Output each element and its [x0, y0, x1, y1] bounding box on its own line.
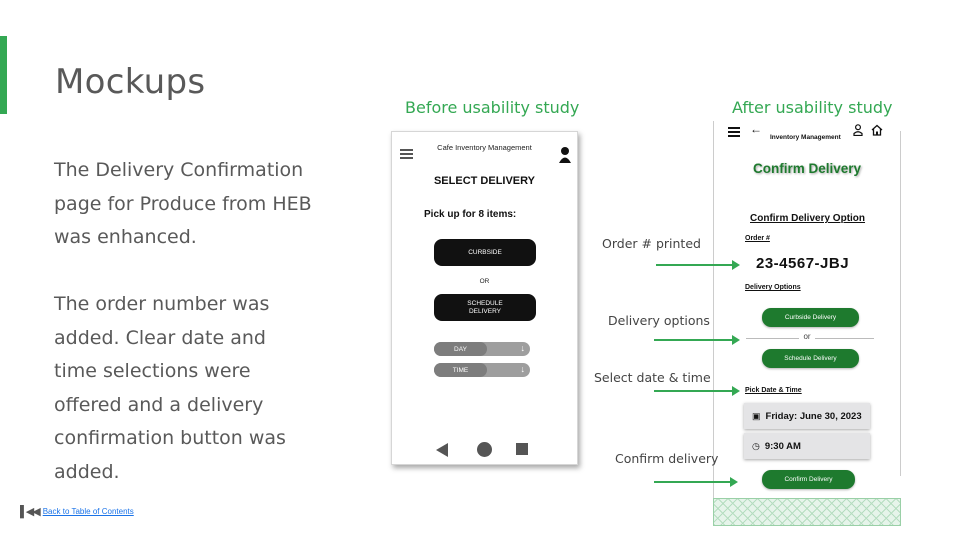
before-heading: SELECT DELIVERY — [433, 175, 536, 187]
arrow-down-icon: ↓ — [520, 343, 526, 353]
date-value: Friday: June 30, 2023 — [765, 410, 862, 422]
before-study-label: Before usability study — [405, 98, 580, 117]
nav-recents-icon[interactable] — [516, 443, 528, 455]
pickup-text: Pick up for 8 items: — [424, 209, 517, 220]
pick-date-time-label: Pick Date & Time — [745, 387, 802, 394]
schedule-delivery-button[interactable]: SCHEDULE DELIVERY — [434, 294, 536, 321]
date-field[interactable]: ▣ Friday: June 30, 2023 — [744, 403, 870, 429]
order-number: 23-4567-JBJ — [756, 255, 850, 272]
after-study-label: After usability study — [732, 98, 893, 117]
back-to-contents-text[interactable]: Back to Table of Contents — [42, 507, 134, 516]
after-mockup: ← Inventory Management Confirm Delivery … — [713, 121, 901, 526]
mockup-border — [713, 121, 714, 526]
body-paragraph-2: The order number was added. Clear date a… — [54, 293, 286, 483]
confirm-delivery-button[interactable]: Confirm Delivery — [762, 470, 855, 489]
android-nav-bar — [392, 441, 577, 457]
back-to-contents-link[interactable]: ▌◀◀ Back to Table of Contents — [20, 505, 134, 518]
after-heading: Confirm Delivery — [752, 161, 862, 176]
day-label: DAY — [434, 342, 487, 356]
day-select[interactable]: DAY ↓ — [434, 342, 530, 356]
back-arrow-icon[interactable]: ← — [750, 122, 762, 136]
confirm-option-title: Confirm Delivery Option — [750, 213, 866, 224]
curbside-button[interactable]: CURBSIDE — [434, 239, 536, 266]
mockup-border — [900, 131, 901, 476]
person-icon[interactable] — [558, 146, 572, 164]
before-mockup: Cafe Inventory Management SELECT DELIVER… — [391, 131, 578, 465]
calendar-icon: ▣ — [752, 410, 761, 421]
or-separator: OR — [479, 278, 490, 285]
hamburger-menu-icon[interactable] — [400, 149, 413, 161]
annotation-arrow — [656, 260, 740, 270]
nav-home-icon[interactable] — [477, 442, 492, 457]
arrow-down-icon: ↓ — [520, 364, 526, 374]
annotation-confirm-delivery: Confirm delivery — [615, 451, 719, 466]
or-separator: or — [799, 332, 815, 341]
annotation-arrow — [654, 386, 740, 396]
before-app-title: Cafe Inventory Management — [437, 143, 532, 152]
annotation-order-printed: Order # printed — [602, 236, 701, 251]
schedule-delivery-label: SCHEDULE DELIVERY — [467, 299, 503, 315]
nav-back-icon[interactable] — [436, 443, 448, 457]
skip-back-icon: ▌◀◀ — [20, 506, 41, 518]
body-text: The Delivery Confirmation page for Produ… — [54, 154, 314, 523]
annotation-arrow — [654, 477, 738, 487]
user-icon[interactable] — [853, 124, 863, 136]
time-field[interactable]: ◷ 9:30 AM — [744, 433, 870, 459]
after-app-title: Inventory Management — [770, 134, 841, 141]
body-paragraph-1: The Delivery Confirmation page for Produ… — [54, 159, 312, 248]
annotation-select-date-time: Select date & time — [594, 370, 711, 385]
title-accent-bar — [0, 36, 7, 114]
home-icon[interactable] — [871, 124, 883, 136]
order-number-label: Order # — [745, 235, 770, 242]
hamburger-menu-icon[interactable] — [728, 127, 740, 139]
annotation-arrow — [654, 335, 740, 345]
schedule-delivery-button[interactable]: Schedule Delivery — [762, 349, 859, 368]
time-label: TIME — [434, 363, 487, 377]
clock-icon: ◷ — [752, 440, 760, 451]
decorative-pattern-footer — [713, 498, 901, 526]
curbside-delivery-button[interactable]: Curbside Delivery — [762, 308, 859, 327]
time-select[interactable]: TIME ↓ — [434, 363, 530, 377]
annotation-delivery-options: Delivery options — [608, 313, 710, 328]
time-value: 9:30 AM — [764, 440, 801, 452]
delivery-options-label: Delivery Options — [745, 284, 801, 291]
slide-title: Mockups — [55, 62, 206, 102]
